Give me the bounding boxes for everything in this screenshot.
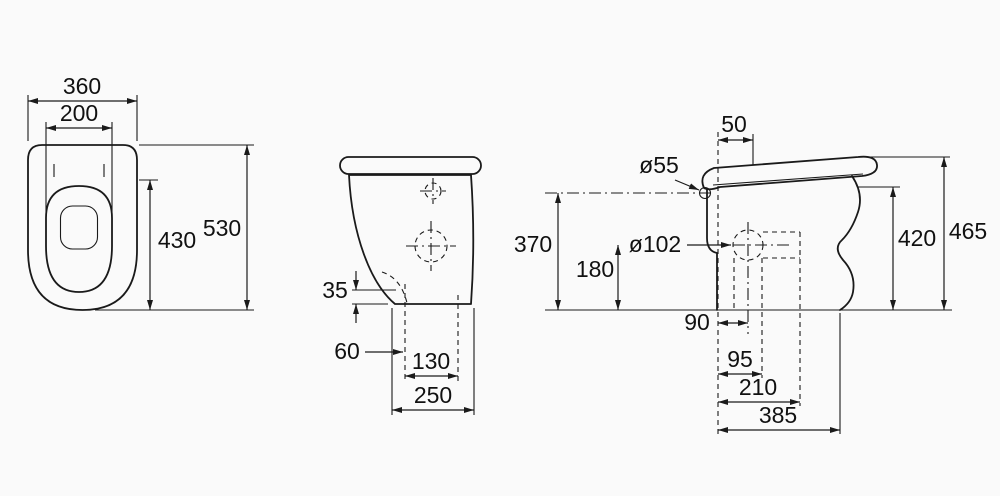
front-view: 35 60 130 250 [322, 156, 482, 415]
inlet-hole [698, 186, 712, 200]
dim-430: 430 [95, 179, 254, 311]
side-view: 50 ø55 370 ø102 180 90 95 210 [514, 111, 987, 436]
dim-label-50: 50 [721, 111, 747, 137]
fixing-hole-crosshair [420, 178, 446, 204]
dim-420: 420 [858, 186, 936, 310]
seat-opening-outline [45, 185, 113, 293]
dim-90: 90 [684, 309, 748, 335]
dim-label-370: 370 [514, 231, 552, 257]
dim-95: 95 [718, 346, 762, 377]
dim-label-465: 465 [949, 218, 987, 244]
dim-label-360: 360 [63, 73, 101, 99]
dim-370: 370 [514, 193, 561, 310]
water-surface-outline [59, 205, 99, 250]
dim-label-385: 385 [759, 402, 797, 428]
dim-label-430: 430 [158, 227, 196, 253]
dim-label-o102: ø102 [629, 231, 681, 257]
dim-35: 35 [322, 271, 396, 323]
dim-60: 60 [334, 338, 403, 364]
toilet-plan-outline [27, 144, 138, 311]
bowl-back-profile [836, 175, 861, 311]
dim-465: 465 [866, 156, 987, 310]
dim-210: 210 [718, 374, 800, 405]
dim-label-530: 530 [203, 215, 241, 241]
dim-o55: ø55 [639, 152, 700, 191]
dim-180: 180 [576, 245, 621, 310]
outlet-hidden-detail [732, 222, 801, 406]
dim-label-180: 180 [576, 256, 614, 282]
seat-lid-side-outline [701, 155, 878, 191]
seat-underside-line [712, 173, 864, 186]
inlet-hole-crosshair [406, 221, 456, 271]
top-view: 360 200 430 530 [27, 73, 254, 311]
dim-label-95: 95 [727, 346, 753, 372]
dim-label-35: 35 [322, 277, 348, 303]
toilet-front-outline [348, 174, 475, 305]
dim-360: 360 [27, 73, 138, 141]
seat-lid-front-outline [339, 156, 482, 175]
dim-label-60: 60 [334, 338, 360, 364]
dim-o55-leader [674, 179, 700, 191]
dim-250: 250 [391, 308, 475, 415]
dim-385: 385 [718, 313, 841, 434]
dim-130: 130 [405, 348, 458, 379]
bowl-front-profile [706, 188, 718, 311]
dim-label-200: 200 [60, 100, 98, 126]
dim-o102: ø102 [629, 231, 731, 257]
trap-hidden-curve [381, 271, 408, 304]
dim-50: 50 [718, 111, 754, 165]
dim-200: 200 [45, 100, 113, 212]
dim-label-130: 130 [412, 348, 450, 374]
dim-530: 530 [139, 144, 254, 310]
dim-label-420: 420 [898, 225, 936, 251]
dim-label-o55: ø55 [639, 152, 679, 178]
dim-label-90: 90 [684, 309, 710, 335]
dim-label-250: 250 [414, 382, 452, 408]
dim-label-210: 210 [739, 374, 777, 400]
